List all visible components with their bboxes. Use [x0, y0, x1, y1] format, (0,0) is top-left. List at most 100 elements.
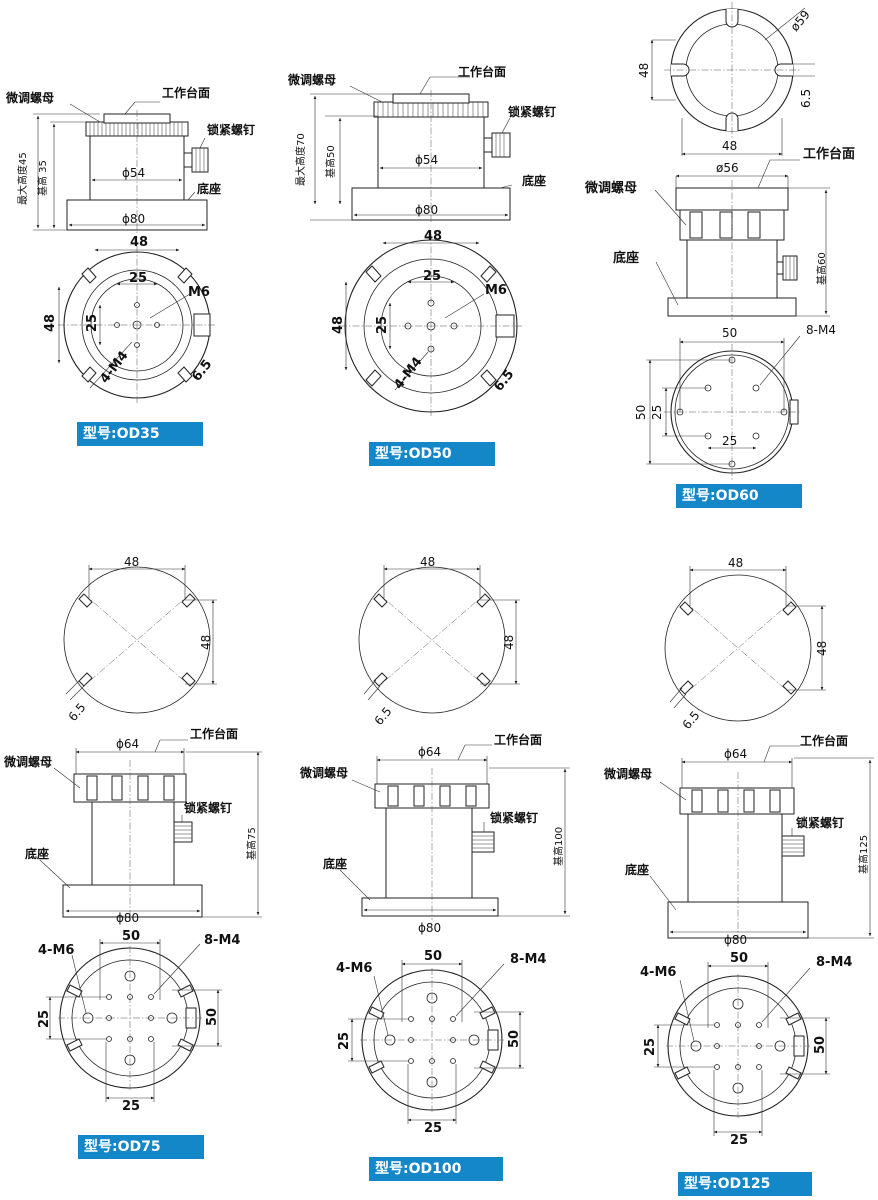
od100-side-view: 工作台面 微调螺母 锁紧螺钉 底座 ϕ64 ϕ80 基高100 — [299, 732, 570, 935]
model-badge-od75: 型号:OD75 — [78, 1135, 204, 1159]
worktable-label: 工作台面 — [800, 733, 848, 748]
lock-screw-label: 锁紧螺钉 — [184, 800, 232, 815]
od75-thread-big: 4-M6 — [38, 943, 74, 958]
od60-d-top-view: ø59 — [788, 8, 813, 34]
od100-top-view: 48 48 6.5 — [358, 555, 520, 728]
worktable-label: 工作台面 — [803, 146, 855, 162]
od60-base-height: 基高60 — [815, 252, 828, 285]
od125-side-view: 工作台面 微调螺母 锁紧螺钉 底座 ϕ64 ϕ80 基高125 — [603, 733, 874, 947]
od125-top-view: 48 48 6.5 — [664, 556, 829, 732]
od60-dim-50-h: 50 — [634, 405, 648, 420]
od35-dim-48-h: 48 — [43, 314, 58, 332]
od125-d-base: ϕ80 — [724, 933, 747, 947]
od35-dim-48-w: 48 — [130, 235, 148, 250]
od35-side-view: 工作台面 微调螺母 锁紧螺钉 底座 最大高度45 基高 35 ϕ54 ϕ80 — [5, 85, 255, 234]
od75-bottom-view: 4-M6 8-M4 50 25 25 50 — [37, 929, 240, 1114]
od60-dim-25-h: 25 — [650, 405, 664, 420]
od35-max-height: 最大高度45 — [16, 152, 29, 205]
od100-base-height: 基高100 — [552, 827, 565, 866]
od75-slot: 6.5 — [66, 700, 89, 724]
worktable-label: 工作台面 — [494, 732, 542, 747]
od50-slot: 6.5 — [491, 367, 517, 394]
od75-dim-48-h: 48 — [199, 635, 213, 650]
od50-side-view: 工作台面 微调螺母 锁紧螺钉 底座 最大高度70 基高50 ϕ54 ϕ80 — [287, 64, 556, 224]
worktable-label: 工作台面 — [458, 64, 506, 79]
od50-d-column: ϕ54 — [415, 153, 438, 167]
worktable-label: 工作台面 — [190, 726, 238, 741]
od60-dim-48-w: 48 — [722, 139, 737, 153]
fine-nut-label: 微调螺母 — [584, 180, 637, 196]
fine-nut-label: 微调螺母 — [299, 765, 348, 780]
lock-screw-label: 锁紧螺钉 — [207, 122, 255, 137]
od125-d-top: ϕ64 — [724, 747, 747, 761]
od125-thread-big: 4-M6 — [640, 965, 676, 980]
model-badge-od100: 型号:OD100 — [369, 1157, 503, 1181]
od35-dim-25-h: 25 — [85, 314, 100, 332]
od100-d-top: ϕ64 — [418, 745, 441, 759]
od75-base-height: 基高75 — [245, 827, 258, 860]
od60-bottom-view: 50 25 50 25 8-M4 — [634, 323, 836, 480]
od100-dim-25-h: 25 — [337, 1032, 352, 1050]
od75-dim-50-w: 50 — [122, 929, 140, 944]
od60-slot: 6.5 — [799, 89, 813, 108]
od75-d-top: ϕ64 — [116, 737, 139, 751]
od35-d-base: ϕ80 — [122, 212, 145, 226]
od125-dim-25-h: 25 — [643, 1038, 658, 1056]
od60-dim-48-h: 48 — [637, 63, 651, 78]
od50-thread-holes: 4-M4 — [391, 355, 425, 393]
model-badge-od60: 型号:OD60 — [676, 484, 802, 508]
od35-thread-center: M6 — [188, 285, 210, 300]
od35-base-height: 基高 35 — [36, 160, 49, 196]
od60-top-view: ø59 48 48 6.5 — [637, 2, 815, 156]
base-label: 底座 — [25, 846, 49, 861]
od60-thread-holes: 8-M4 — [806, 323, 836, 337]
model-badge-od125: 型号:OD125 — [678, 1172, 812, 1196]
od100-thread-holes: 8-M4 — [510, 952, 546, 967]
od75-dim-25-w: 25 — [122, 1099, 140, 1114]
od125-dim-48-w: 48 — [728, 556, 743, 570]
od50-thread-center: M6 — [485, 283, 507, 298]
od50-dim-25-h: 25 — [375, 316, 390, 334]
fine-nut-label: 微调螺母 — [3, 754, 52, 769]
od50-dim-25-w: 25 — [423, 269, 441, 284]
od100-d-base: ϕ80 — [418, 921, 441, 935]
od35-slot: 6.5 — [189, 357, 215, 384]
lock-screw-label: 锁紧螺钉 — [490, 810, 538, 825]
od50-dim-48-h: 48 — [331, 316, 346, 334]
lock-screw-label: 锁紧螺钉 — [508, 104, 556, 119]
od75-dim-48-w: 48 — [124, 555, 139, 569]
od75-dim-50-h: 50 — [205, 1008, 220, 1026]
od125-dim-25-w: 25 — [730, 1133, 748, 1148]
od75-side-view: 工作台面 微调螺母 锁紧螺钉 底座 ϕ64 ϕ80 基高75 — [3, 726, 262, 925]
od35-dim-25-w: 25 — [129, 271, 147, 286]
fine-nut-label: 微调螺母 — [5, 90, 54, 105]
od100-dim-50-h: 50 — [507, 1030, 522, 1048]
od125-dim-48-h: 48 — [815, 641, 829, 656]
od100-dim-48-w: 48 — [420, 555, 435, 569]
od50-d-base: ϕ80 — [415, 203, 438, 217]
lock-screw-label: 锁紧螺钉 — [796, 815, 844, 830]
base-label: 底座 — [197, 181, 221, 196]
od60-dim-25-w: 25 — [722, 434, 737, 448]
od60-side-view: 工作台面 微调螺母 底座 ø56 基高60 — [584, 146, 855, 320]
od50-base-height: 基高50 — [324, 145, 337, 178]
model-badge-od35: 型号:OD35 — [77, 422, 203, 446]
od60-d-top: ø56 — [716, 161, 739, 175]
worktable-label: 工作台面 — [162, 85, 210, 100]
od75-thread-holes: 8-M4 — [204, 933, 240, 948]
base-label: 底座 — [323, 856, 347, 871]
model-badge-od50: 型号:OD50 — [369, 442, 495, 466]
od75-d-base: ϕ80 — [116, 911, 139, 925]
od125-dim-50-w: 50 — [730, 951, 748, 966]
od125-thread-holes: 8-M4 — [816, 955, 852, 970]
od125-base-height: 基高125 — [857, 835, 870, 874]
od75-top-view: 48 48 6.5 — [63, 555, 217, 724]
od125-dim-50-h: 50 — [813, 1036, 828, 1054]
od50-max-height: 最大高度70 — [294, 133, 307, 186]
od75-dim-25-h: 25 — [37, 1010, 52, 1028]
fine-nut-label: 微调螺母 — [603, 766, 652, 781]
od100-dim-48-h: 48 — [502, 635, 516, 650]
od100-dim-25-w: 25 — [424, 1121, 442, 1136]
